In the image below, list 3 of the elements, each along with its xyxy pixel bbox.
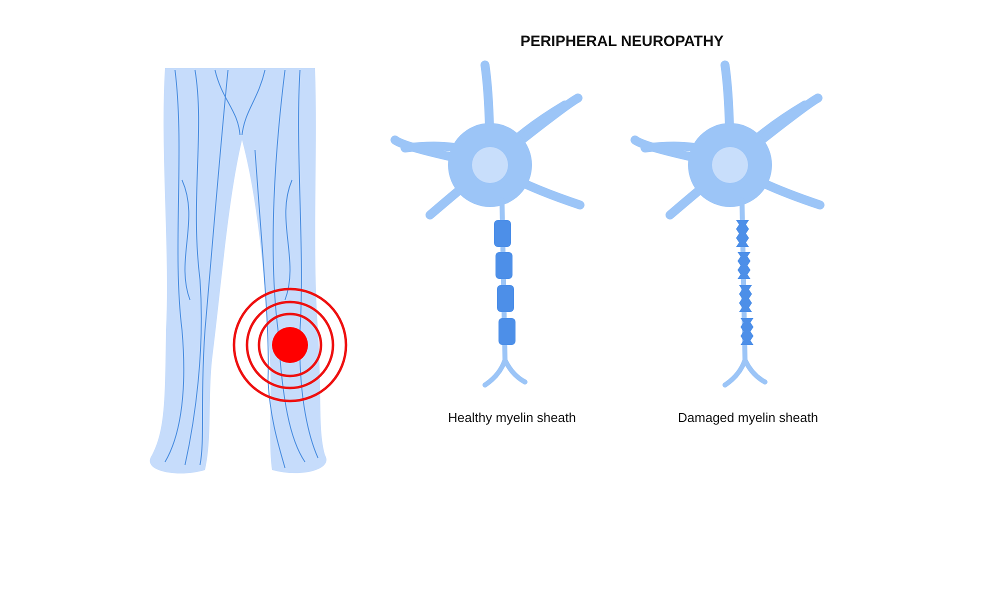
title: PERIPHERAL NEUROPATHY	[520, 33, 724, 50]
caption: Damaged myelin sheath	[678, 410, 818, 425]
caption: Healthy myelin sheath	[448, 410, 576, 425]
